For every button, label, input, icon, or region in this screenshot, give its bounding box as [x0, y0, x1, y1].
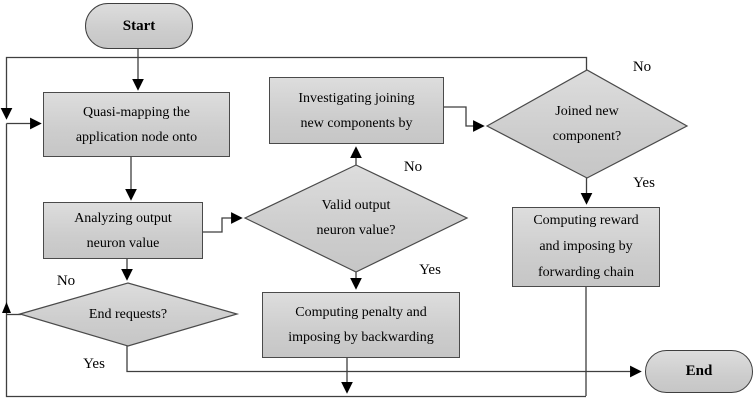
edge-label-endreq-no: No	[56, 273, 76, 289]
decision-joined-component	[485, 69, 689, 179]
node-analyzing-line1: Analyzing output	[74, 210, 172, 226]
decision-valid-output	[243, 164, 469, 273]
node-reward-line3: forwarding chain	[537, 265, 635, 280]
node-end-label: End	[685, 363, 713, 379]
edge-joined-no-return	[0, 56, 588, 120]
decision-end-requests	[17, 282, 240, 347]
node-reward-line1: Computing reward	[533, 213, 639, 228]
node-penalty: Computing penalty and imposing by backwa…	[262, 292, 460, 358]
edge-endreq-yes-to-end	[126, 346, 642, 378]
node-quasi-mapping-line2: application node onto	[75, 129, 198, 145]
node-start-label: Start	[122, 17, 156, 34]
decision-valid-output-label: Valid output neuron value?	[316, 198, 396, 238]
edge-label-valid-yes: Yes	[419, 262, 441, 278]
node-quasi-mapping: Quasi-mapping the application node onto	[43, 92, 230, 157]
edge-investigating-to-joined	[444, 106, 485, 132]
decision-joined-component-label: Joined new component?	[552, 104, 622, 144]
edge-label-joined-yes: Yes	[633, 175, 655, 191]
up-arrowhead	[2, 302, 11, 313]
node-investigating-line2: new components by	[300, 115, 413, 131]
node-analyzing-line2: neuron value	[86, 235, 160, 251]
node-investigating-line1: Investigating joining	[298, 90, 415, 106]
edge-bottom-return-line	[5, 123, 586, 398]
node-investigating: Investigating joining new components by	[269, 77, 444, 144]
node-reward-line2: and imposing by	[539, 239, 633, 254]
edge-analyzing-to-valid	[203, 212, 243, 233]
edge-label-joined-no: No	[632, 59, 652, 75]
node-penalty-line2: imposing by backwarding	[288, 330, 434, 345]
node-penalty-line1: Computing penalty and	[295, 305, 427, 320]
node-quasi-mapping-line1: Quasi-mapping the	[83, 104, 190, 120]
edge-label-endreq-yes: Yes	[83, 356, 105, 372]
edge-label-valid-no: No	[403, 159, 423, 175]
node-analyzing: Analyzing output neuron value	[43, 202, 203, 259]
node-reward: Computing reward and imposing by forward…	[512, 207, 660, 287]
decision-end-requests-label: End requests?	[88, 306, 168, 322]
node-end: End	[645, 350, 753, 393]
node-start: Start	[85, 3, 193, 49]
